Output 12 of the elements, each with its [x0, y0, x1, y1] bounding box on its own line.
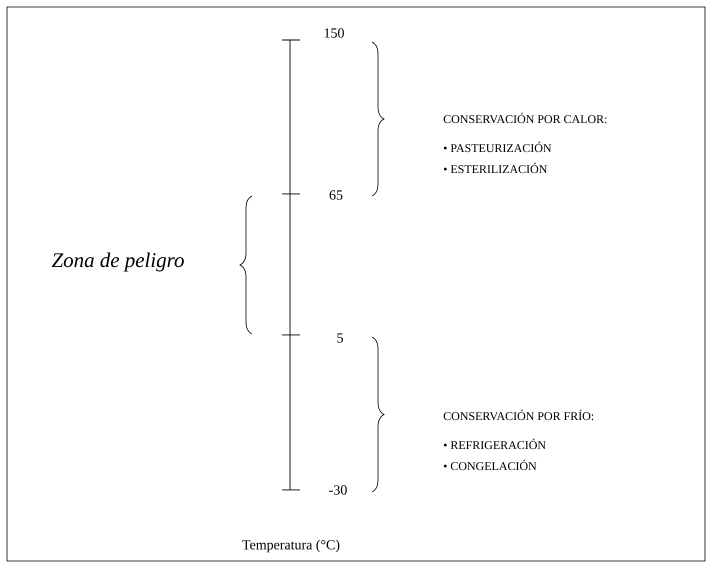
tick-label: 150: [324, 28, 344, 38]
list-item: • PASTEURIZACIÓN: [444, 142, 552, 152]
heading-text: CONSERVACIÓN POR CALOR:: [444, 112, 606, 124]
tick-label: 5: [337, 333, 343, 343]
list-item: • CONGELACIÓN: [444, 460, 536, 470]
axis-title: Temperatura (°C): [242, 540, 340, 552]
list-item: • ESTERILIZACIÓN: [444, 162, 548, 174]
tick-label: -30: [329, 485, 347, 495]
heading-text: CONSERVACIÓN POR FRÍO:: [444, 410, 594, 420]
zone-label: Zona de peligro: [52, 252, 184, 272]
list-item: • REFRIGERACIÓN: [444, 438, 546, 450]
tick-label: 65: [330, 190, 342, 200]
